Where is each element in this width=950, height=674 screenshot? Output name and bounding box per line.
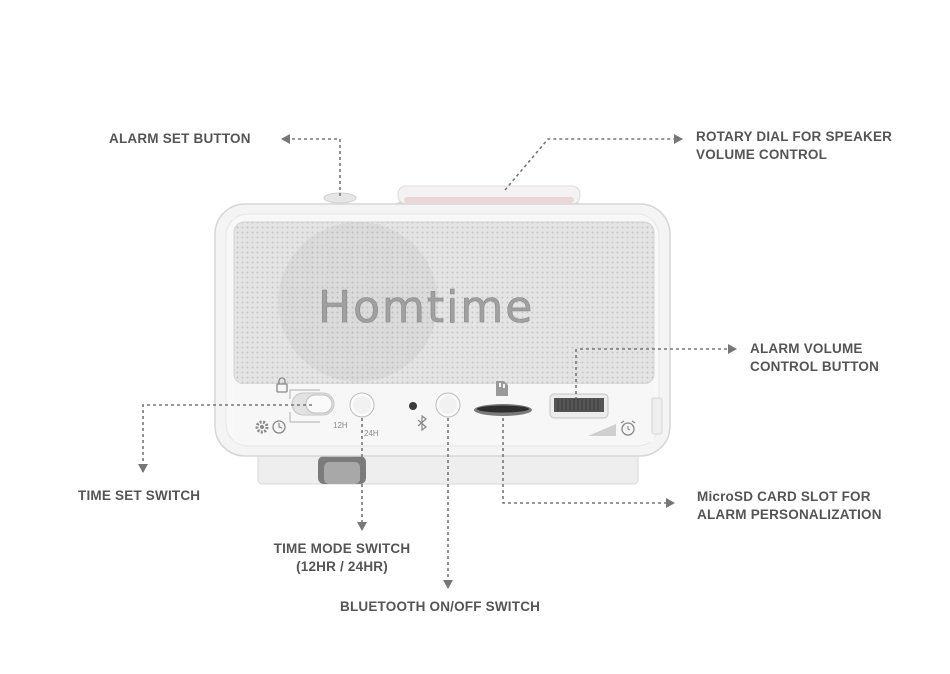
- label-rotary-dial-line1: ROTARY DIAL FOR SPEAKER: [696, 129, 893, 144]
- leader-alarm-set: [281, 134, 341, 196]
- label-time-set-switch: TIME SET SWITCH: [78, 487, 200, 505]
- label-bluetooth-switch: BLUETOOTH ON/OFF SWITCH: [340, 598, 540, 616]
- label-alarm-volume-line1: ALARM VOLUME: [750, 341, 863, 356]
- label-rotary-dial: ROTARY DIAL FOR SPEAKER VOLUME CONTROL: [696, 128, 892, 164]
- leader-time-set: [138, 404, 312, 473]
- leader-microsd: [502, 418, 675, 508]
- label-rotary-dial-line2: VOLUME CONTROL: [696, 147, 828, 162]
- label-time-mode-line1: TIME MODE SWITCH: [273, 541, 411, 556]
- label-alarm-volume: ALARM VOLUME CONTROL BUTTON: [750, 340, 879, 376]
- label-time-mode-line2: (12HR / 24HR): [296, 559, 388, 574]
- alarm-clock-icon: [620, 420, 636, 436]
- label-alarm-set-text: ALARM SET BUTTON: [109, 131, 251, 146]
- bluetooth-icon: [417, 414, 427, 432]
- control-panel: [234, 384, 663, 442]
- label-bluetooth-text: BLUETOOTH ON/OFF SWITCH: [340, 599, 541, 614]
- label-microsd-line1: MicroSD CARD SLOT FOR: [697, 489, 871, 504]
- clock-icon: [272, 420, 286, 434]
- label-microsd-line2: ALARM PERSONALIZATION: [697, 507, 882, 522]
- leader-lines: [138, 134, 737, 589]
- brand-wordmark: Homtime: [318, 282, 534, 333]
- lock-icon: [276, 377, 288, 393]
- mode-24h-text: 24H: [364, 429, 379, 438]
- label-time-mode-switch: TIME MODE SWITCH (12HR / 24HR): [262, 540, 422, 576]
- label-time-set-text: TIME SET SWITCH: [78, 488, 201, 503]
- sd-card-icon: [496, 381, 508, 396]
- gear-icon: [255, 420, 269, 434]
- label-alarm-volume-line2: CONTROL BUTTON: [750, 359, 880, 374]
- leader-rotary-dial: [504, 134, 683, 191]
- label-microsd-slot: MicroSD CARD SLOT FOR ALARM PERSONALIZAT…: [697, 488, 882, 524]
- label-alarm-set-button: ALARM SET BUTTON: [109, 130, 251, 148]
- mode-12h-text: 12H: [333, 421, 348, 430]
